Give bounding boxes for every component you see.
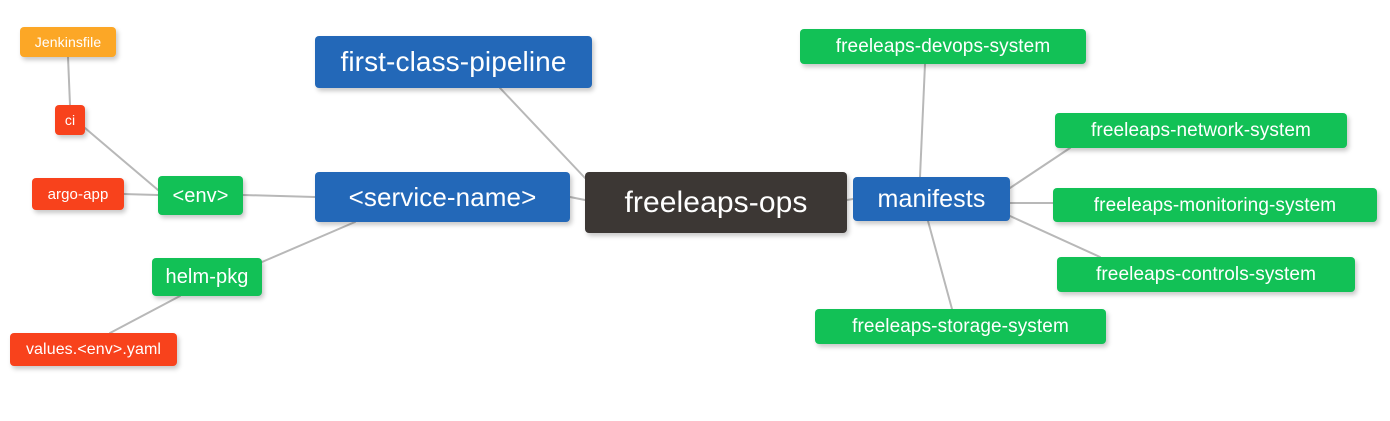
- node-values-yaml[interactable]: values.<env>.yaml: [10, 333, 177, 366]
- edge-manifests-to-freeleaps-network-system: [1009, 147, 1071, 189]
- node-service-name[interactable]: <service-name>: [315, 172, 570, 222]
- node-ci[interactable]: ci: [55, 105, 85, 135]
- edge-env-to-service-name: [242, 194, 316, 198]
- node-label-argo-app: argo-app: [47, 185, 109, 203]
- node-label-ci: ci: [64, 112, 76, 128]
- node-helm-pkg[interactable]: helm-pkg: [152, 258, 262, 296]
- node-freeleaps-storage-system[interactable]: freeleaps-storage-system: [815, 309, 1106, 344]
- edge-first-class-pipeline-to-freeleaps-ops: [499, 87, 586, 179]
- edge-manifests-to-freeleaps-devops-system: [919, 63, 926, 178]
- node-freeleaps-network-system[interactable]: freeleaps-network-system: [1055, 113, 1347, 148]
- node-label-freeleaps-devops-system: freeleaps-devops-system: [835, 36, 1051, 57]
- node-label-freeleaps-network-system: freeleaps-network-system: [1091, 120, 1311, 141]
- edge-service-name-to-helm-pkg: [261, 221, 356, 263]
- node-label-freeleaps-storage-system: freeleaps-storage-system: [852, 316, 1069, 337]
- node-freeleaps-ops[interactable]: freeleaps-ops: [585, 172, 847, 233]
- node-label-helm-pkg: helm-pkg: [165, 266, 249, 288]
- node-freeleaps-devops-system[interactable]: freeleaps-devops-system: [800, 29, 1086, 64]
- edge-service-name-to-freeleaps-ops: [569, 196, 586, 201]
- node-label-freeleaps-monitoring-system: freeleaps-monitoring-system: [1093, 194, 1337, 216]
- edge-jenkinsfile-to-ci: [67, 56, 71, 106]
- node-label-manifests: manifests: [877, 184, 986, 213]
- node-env[interactable]: <env>: [158, 176, 243, 215]
- node-label-env: <env>: [172, 184, 229, 207]
- edge-manifests-to-freeleaps-storage-system: [927, 220, 953, 310]
- node-freeleaps-monitoring-system[interactable]: freeleaps-monitoring-system: [1053, 188, 1377, 222]
- node-label-jenkinsfile: Jenkinsfile: [34, 34, 102, 50]
- node-label-freeleaps-ops: freeleaps-ops: [624, 185, 808, 219]
- node-label-service-name: <service-name>: [348, 182, 537, 212]
- edge-manifests-to-freeleaps-controls-system: [1009, 215, 1101, 258]
- edge-helm-pkg-to-values-yaml: [109, 295, 181, 334]
- node-argo-app[interactable]: argo-app: [32, 178, 124, 210]
- node-manifests[interactable]: manifests: [853, 177, 1010, 221]
- node-label-freeleaps-controls-system: freeleaps-controls-system: [1095, 264, 1317, 285]
- node-jenkinsfile[interactable]: Jenkinsfile: [20, 27, 116, 57]
- node-first-class-pipeline[interactable]: first-class-pipeline: [315, 36, 592, 88]
- node-label-first-class-pipeline: first-class-pipeline: [340, 46, 567, 77]
- node-freeleaps-controls-system[interactable]: freeleaps-controls-system: [1057, 257, 1355, 292]
- edge-argo-app-to-env: [123, 193, 159, 196]
- node-label-values-yaml: values.<env>.yaml: [25, 340, 162, 358]
